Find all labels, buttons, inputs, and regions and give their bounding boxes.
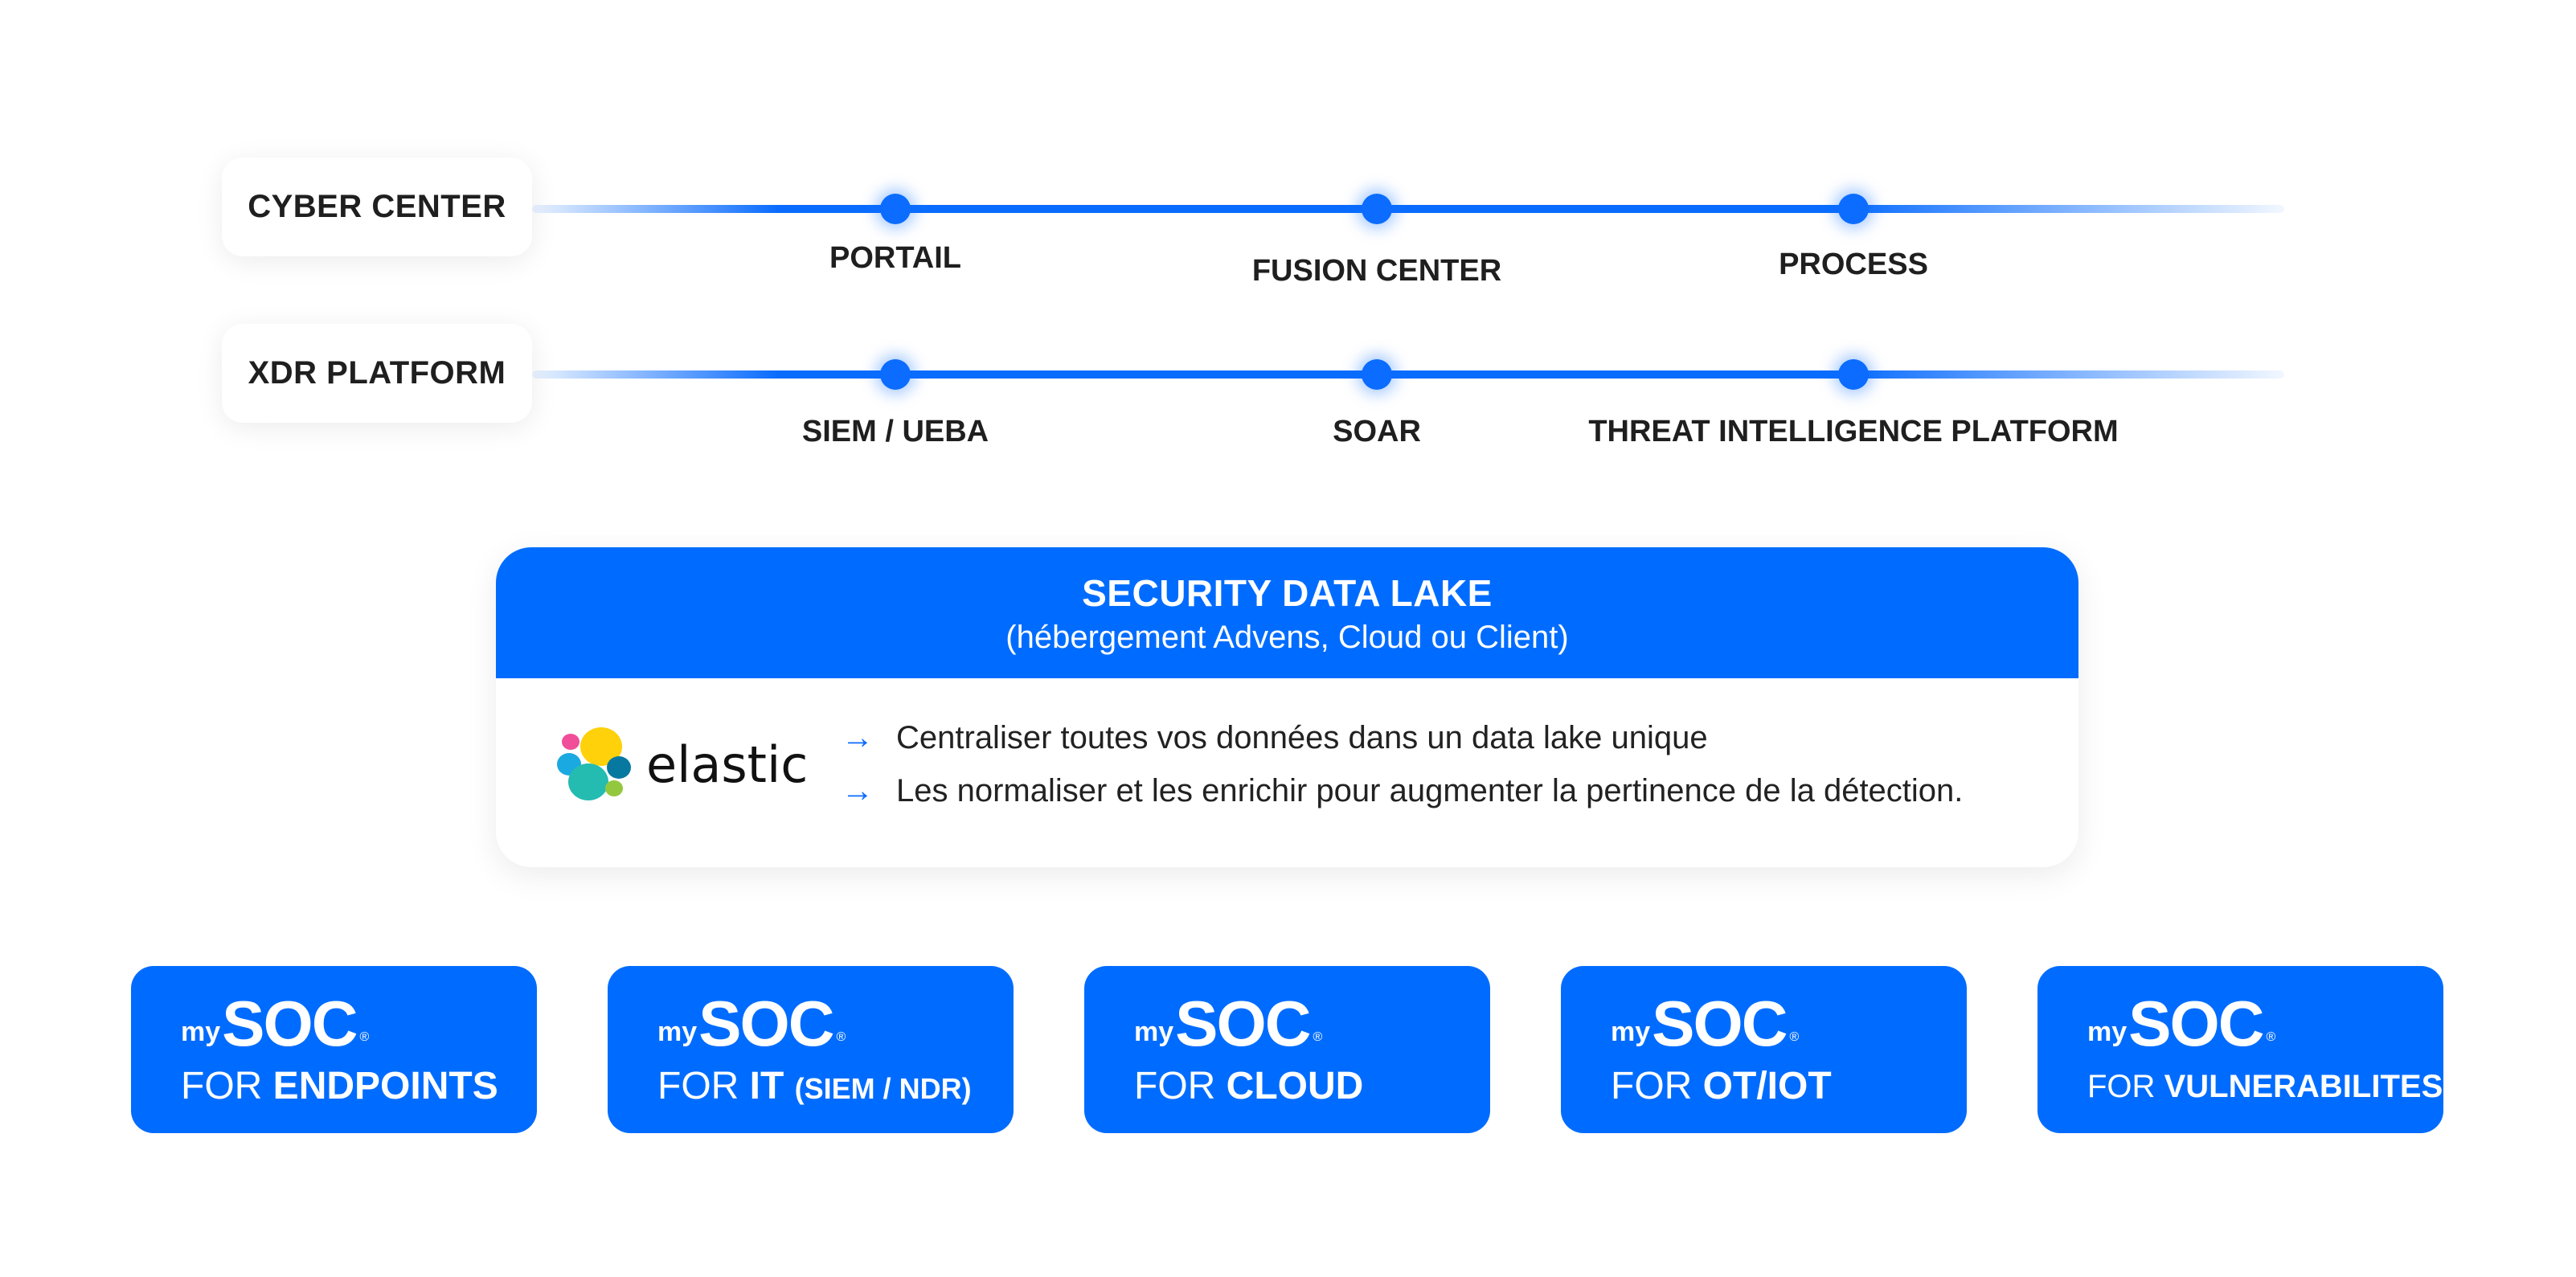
- brand-name: SOC: [222, 988, 358, 1059]
- card-target-extra: (SIEM / NDR): [794, 1072, 972, 1105]
- tip-node-dot: [1838, 359, 1869, 390]
- brand-name: SOC: [1175, 988, 1311, 1059]
- xdr-platform-track: [532, 370, 2284, 379]
- card-target: OT/IOT: [1702, 1065, 1832, 1107]
- data-lake-title: SECURITY DATA LAKE: [1082, 572, 1493, 614]
- brand-name: SOC: [2128, 988, 2264, 1059]
- bullet-text: Centraliser toutes vos données dans un d…: [896, 720, 1708, 755]
- process-node-dot: [1838, 194, 1869, 224]
- brand-name: SOC: [698, 988, 834, 1059]
- node-label-portail: PORTAIL: [829, 241, 961, 275]
- for-word: FOR: [2087, 1069, 2156, 1104]
- siem-ueba-node-dot: [880, 359, 911, 390]
- cyber-center-track: [532, 205, 2284, 213]
- for-word: FOR: [181, 1065, 263, 1107]
- data-lake-bullet: → Centraliser toutes vos données dans un…: [842, 720, 1708, 756]
- card-subtitle: FOR OT/IOT: [1611, 1064, 1832, 1108]
- card-target: IT: [749, 1065, 784, 1107]
- data-lake-subtitle: (hébergement Advens, Cloud ou Client): [1005, 620, 1569, 655]
- brand-prefix: my: [1611, 1017, 1651, 1047]
- card-subtitle: FOR VULNERABILITES: [2087, 1069, 2443, 1105]
- card-target: CLOUD: [1226, 1065, 1364, 1107]
- fusion-center-node-dot: [1362, 194, 1392, 224]
- card-target: VULNERABILITES: [2164, 1069, 2443, 1104]
- soar-node-dot: [1362, 359, 1392, 390]
- card-subtitle: FOR IT (SIEM / NDR): [657, 1064, 972, 1108]
- for-word: FOR: [1611, 1065, 1693, 1107]
- registered-mark-icon: ®: [836, 1030, 846, 1044]
- registered-mark-icon: ®: [1313, 1030, 1323, 1044]
- cyber-center-label: CYBER CENTER: [222, 158, 532, 256]
- registered-mark-icon: ®: [2266, 1030, 2276, 1044]
- brand-prefix: my: [2087, 1017, 2128, 1047]
- portail-node-dot: [880, 194, 911, 224]
- card-subtitle: FOR ENDPOINTS: [181, 1064, 498, 1108]
- brand-prefix: my: [181, 1017, 221, 1047]
- data-lake-bullet: → Les normaliser et les enrichir pour au…: [842, 773, 1963, 809]
- registered-mark-icon: ®: [1789, 1030, 1800, 1044]
- node-label-threat-intelligence-platform: THREAT INTELLIGENCE PLATFORM: [1588, 415, 2119, 448]
- elastic-wordmark: elastic: [646, 735, 809, 794]
- node-label-process: PROCESS: [1779, 248, 1928, 281]
- for-word: FOR: [1134, 1065, 1216, 1107]
- node-label-siem-ueba: SIEM / UEBA: [801, 415, 989, 448]
- card-target: ENDPOINTS: [272, 1065, 498, 1107]
- node-label-soar: SOAR: [1333, 415, 1421, 448]
- elastic-logo-icon: [557, 727, 631, 800]
- brand-prefix: my: [657, 1017, 698, 1047]
- registered-mark-icon: ®: [359, 1030, 370, 1044]
- arrow-right-icon: →: [842, 773, 874, 808]
- card-subtitle: FOR CLOUD: [1134, 1064, 1363, 1108]
- brand-name: SOC: [1652, 988, 1788, 1059]
- node-label-fusion-center: FUSION CENTER: [1251, 254, 1502, 288]
- elastic-logo: elastic: [556, 726, 808, 803]
- data-lake-header: SECURITY DATA LAKE (hébergement Advens, …: [496, 547, 2078, 678]
- brand-prefix: my: [1134, 1017, 1174, 1047]
- bullet-text: Les normaliser et les enrichir pour augm…: [896, 773, 1964, 808]
- arrow-right-icon: →: [842, 720, 874, 755]
- xdr-platform-label: XDR PLATFORM: [222, 324, 532, 423]
- security-data-lake-panel: SECURITY DATA LAKE (hébergement Advens, …: [496, 547, 2078, 867]
- for-word: FOR: [657, 1065, 739, 1107]
